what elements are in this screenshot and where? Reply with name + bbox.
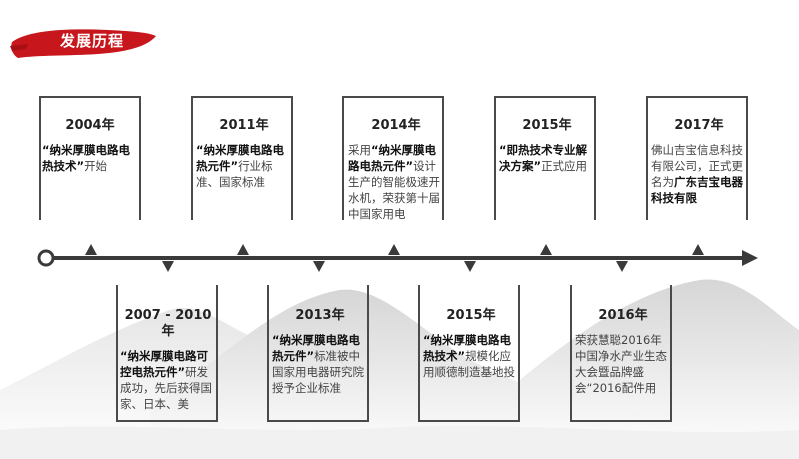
event-card-2007-2010: 2007 - 2010年 “纳米厚膜电路可控电热元件”研发成功，先后获得国家、日… (120, 308, 216, 416)
event-year: 2015年 (446, 308, 496, 323)
event-highlight: “纳米厚膜电路电热技术” (42, 143, 131, 173)
event-text: 正式应用 (541, 159, 588, 173)
event-highlight: 广东吉宝电器科技有限 (651, 175, 743, 205)
event-card-2011: 2011年 “纳米厚膜电路电热元件”行业标准、国家标准 (196, 118, 292, 242)
event-year: 2016年 (598, 308, 648, 323)
event-year: 2013年 (295, 308, 345, 323)
event-prefix: 采用 (348, 143, 371, 157)
event-highlight: “纳米厚膜电路电热元件” (348, 143, 437, 173)
frame-bottom-2013 (267, 285, 369, 422)
event-text: 行业标准、国家标准 (196, 159, 273, 189)
event-card-2004: 2004年 “纳米厚膜电路电热技术”开始 (42, 118, 138, 242)
event-highlight: “纳米厚膜电路电热元件” (272, 333, 361, 363)
event-text: 规模化应用顺德制造基地投 (423, 349, 515, 379)
event-card-2015: 2015年 “即热技术专业解决方案”正式应用 (499, 118, 595, 242)
event-text: 开始 (84, 159, 108, 173)
frame-top-2015 (494, 96, 596, 220)
frame-bottom-2015b (418, 285, 520, 422)
event-year: 2004年 (65, 118, 115, 133)
event-card-2017: 2017年 佛山吉宝信息科技有限公司，正式更名为广东吉宝电器科技有限 (651, 118, 747, 242)
event-prefix: 荣获慧聪2016年中国净水产业生态大会暨品牌盛会“2016配件用 (575, 333, 667, 395)
timeline-start-dot (37, 249, 55, 267)
event-text: 研发成功，先后获得国家、日本、美 (120, 365, 212, 411)
event-year: 2015年 (522, 118, 572, 133)
timeline-arrowhead (742, 250, 758, 266)
frame-bottom-2016 (570, 285, 672, 422)
event-highlight: “纳米厚膜电路可控电热元件” (120, 349, 209, 379)
frame-top-2004 (39, 96, 141, 220)
event-text: 设计生产的智能极速开水机，荣获第十届中国家用电 (348, 159, 440, 221)
event-card-2014: 2014年 采用“纳米厚膜电路电热元件”设计生产的智能极速开水机，荣获第十届中国… (348, 118, 444, 242)
event-text: 标准被中国家用电器研究院授予企业标准 (272, 349, 364, 395)
event-year: 2014年 (371, 118, 421, 133)
page-title: 发展历程 (60, 32, 125, 50)
frame-bottom-2007 (116, 285, 218, 422)
frame-top-2011 (191, 96, 293, 220)
title-brush-banner (10, 29, 156, 58)
event-card-2013: 2013年 “纳米厚膜电路电热元件”标准被中国家用电器研究院授予企业标准 (272, 308, 368, 416)
event-highlight: “即热技术专业解决方案” (499, 143, 588, 173)
event-card-2016: 2016年 荣获慧聪2016年中国净水产业生态大会暨品牌盛会“2016配件用 (575, 308, 671, 416)
frame-top-2017 (646, 96, 748, 220)
frame-top-2014 (342, 96, 444, 220)
event-card-2015b: 2015年 “纳米厚膜电路电热技术”规模化应用顺德制造基地投 (423, 308, 519, 416)
event-year: 2011年 (219, 118, 269, 133)
event-prefix: 佛山吉宝信息科技有限公司，正式更名为 (651, 143, 743, 189)
event-year: 2007 - 2010年 (124, 308, 212, 339)
event-highlight: “纳米厚膜电路电热技术” (423, 333, 512, 363)
event-highlight: “纳米厚膜电路电热元件” (196, 143, 285, 173)
event-year: 2017年 (674, 118, 724, 133)
